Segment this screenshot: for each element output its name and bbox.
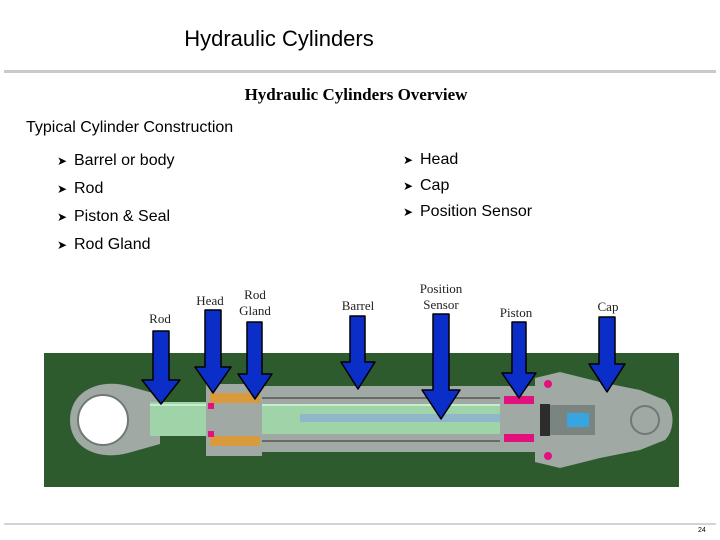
- bullet-item: ➤ Piston & Seal: [57, 203, 175, 231]
- label-position-sensor: Position Sensor: [419, 281, 463, 312]
- arrow-bullet-icon: ➤: [403, 179, 414, 193]
- bullet-list-left: ➤ Barrel or body ➤ Rod ➤ Piston & Seal ➤ Rod…: [57, 147, 175, 259]
- arrow-bullet-icon: ➤: [57, 182, 68, 196]
- bullet-item: ➤ Head: [403, 147, 532, 173]
- arrow-rod-gland: [237, 321, 273, 400]
- label-piston: Piston: [499, 305, 533, 320]
- bullet-text: Piston & Seal: [74, 208, 171, 225]
- piston-seal-bottom: [504, 434, 534, 442]
- bullet-item: ➤ Cap: [403, 173, 532, 199]
- label-rod: Rod: [149, 311, 171, 326]
- barrel-bottom: [255, 434, 535, 452]
- label-head: Head: [196, 293, 224, 308]
- arrow-position-sensor: [421, 313, 461, 420]
- footer-divider: [4, 523, 716, 525]
- piston-seal-top: [504, 396, 534, 404]
- label-rod-gland: Rod Gland: [239, 287, 271, 318]
- arrow-bullet-icon: ➤: [57, 238, 68, 252]
- bullet-text: Cap: [420, 177, 450, 194]
- bullet-item: ➤ Position Sensor: [403, 199, 532, 225]
- arrow-barrel: [340, 315, 376, 390]
- barrel-top: [255, 386, 535, 404]
- bullet-text: Rod: [74, 180, 104, 197]
- bullet-text: Position Sensor: [420, 203, 533, 220]
- bullet-text: Rod Gland: [74, 236, 151, 253]
- arrow-rod: [141, 330, 181, 405]
- arrow-head: [194, 309, 232, 394]
- page-number: 24: [698, 527, 706, 534]
- rod-gland-top: [210, 393, 260, 403]
- bullet-text: Barrel or body: [74, 152, 175, 169]
- rod-eye-hole: [78, 395, 128, 445]
- slide-subtitle: Hydraulic Cylinders Overview: [244, 85, 468, 104]
- section-heading: Typical Cylinder Construction: [26, 119, 234, 136]
- arrow-cap: [588, 316, 626, 393]
- header-divider: [4, 70, 716, 73]
- bullet-item: ➤ Rod Gland: [57, 231, 175, 259]
- cylinder-cap: [535, 372, 673, 468]
- bullet-item: ➤ Barrel or body: [57, 147, 175, 175]
- label-barrel: Barrel: [341, 298, 375, 313]
- label-cap: Cap: [597, 299, 619, 314]
- position-sensor-head: [567, 413, 589, 427]
- arrow-bullet-icon: ➤: [403, 153, 414, 167]
- bullet-item: ➤ Rod: [57, 175, 175, 203]
- bullet-list-right: ➤ Head ➤ Cap ➤ Position Sensor: [403, 147, 532, 225]
- arrow-bullet-icon: ➤: [57, 154, 68, 168]
- arrow-piston: [501, 321, 537, 399]
- arrow-bullet-icon: ➤: [403, 205, 414, 219]
- rod-gland-bottom: [210, 436, 260, 446]
- position-sensor-rod: [300, 414, 535, 422]
- arrow-bullet-icon: ➤: [57, 210, 68, 224]
- header-title: Hydraulic Cylinders: [184, 26, 374, 51]
- bullet-text: Head: [420, 151, 459, 168]
